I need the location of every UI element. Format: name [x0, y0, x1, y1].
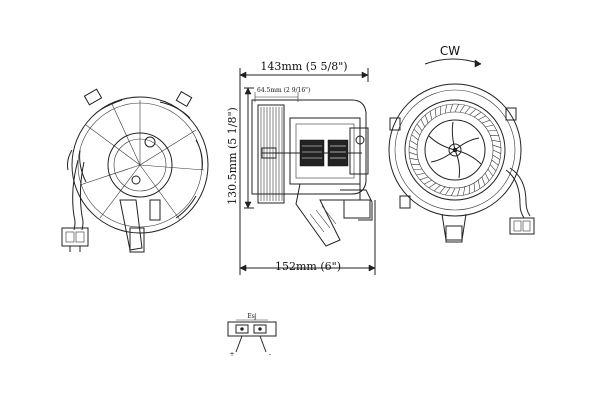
- cage-blade: [408, 152, 418, 156]
- cage-blade: [413, 168, 423, 171]
- cage-blade: [473, 182, 476, 192]
- cage-blade: [416, 123, 423, 132]
- cage-blade: [463, 186, 466, 196]
- cage-blade: [492, 144, 502, 148]
- cage-blade: [489, 164, 497, 172]
- cage-blade: [434, 108, 437, 118]
- cage-blade: [477, 115, 486, 121]
- cage-blade: [433, 184, 441, 192]
- cage-blade: [416, 172, 425, 176]
- cage-blade: [492, 154, 501, 160]
- cage-blade: [409, 140, 418, 146]
- cage-blade: [487, 129, 497, 132]
- cage-blade: [449, 103, 453, 113]
- connector-detail: Esj + -: [227, 313, 277, 358]
- cage-blade: [409, 146, 418, 151]
- left-view: [61, 88, 209, 253]
- cage-blade: [464, 106, 471, 114]
- cage-blade: [491, 139, 501, 142]
- cage-blade: [459, 104, 465, 113]
- right-view: CW: [388, 44, 535, 243]
- cage-blade: [473, 111, 482, 118]
- cage-blade: [419, 176, 429, 181]
- cage-blade: [469, 108, 477, 116]
- cage-blade: [444, 104, 447, 114]
- side-view: 143mm (5 5/8") 64.5mm (2 9/16") 130.5mm …: [226, 60, 376, 275]
- cage-blade: [481, 176, 486, 186]
- height-dimension: 130.5mm (5 1/8"): [226, 107, 239, 205]
- cage-blade: [491, 159, 499, 166]
- cage-blade: [451, 187, 456, 196]
- shaft-diameter-dimension: 64.5mm (2 9/16"): [257, 87, 310, 94]
- bottom-width-dimension: 152mm (6"): [275, 260, 341, 273]
- cage-blade: [428, 182, 437, 189]
- connector-top-label: Esj: [247, 313, 256, 320]
- cage-blade: [485, 124, 494, 128]
- cage-blade: [439, 186, 446, 194]
- cage-blade: [424, 179, 433, 185]
- cage-blade: [420, 119, 426, 128]
- cage-blade: [445, 187, 451, 196]
- cage-blade: [454, 104, 459, 113]
- cage-blade: [409, 158, 419, 161]
- cage-blade: [484, 172, 490, 181]
- cage-blade: [492, 149, 501, 154]
- cage-blade: [429, 111, 433, 120]
- cage-blade: [457, 187, 461, 197]
- connector-negative-label: -: [269, 351, 271, 358]
- cage-blade: [487, 168, 494, 177]
- connector-positive-label: +: [229, 351, 234, 358]
- cage-blade: [424, 114, 429, 124]
- cage-blade: [413, 128, 421, 136]
- cage-blade: [477, 180, 481, 189]
- top-width-dimension: 143mm (5 5/8"): [260, 60, 347, 73]
- cage-blade: [481, 119, 491, 124]
- rotation-direction-label: CW: [440, 44, 460, 58]
- cage-blade: [411, 134, 419, 141]
